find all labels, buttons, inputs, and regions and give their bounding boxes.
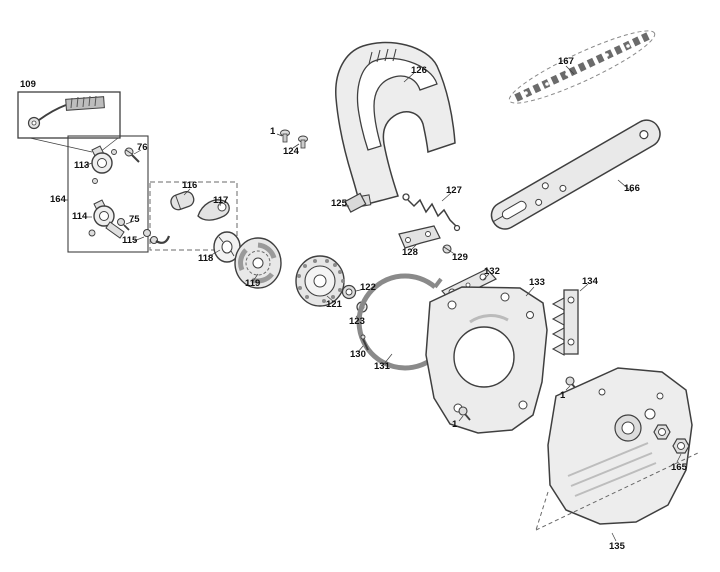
part-label-122-24: 122 (360, 282, 376, 293)
part-label-117-9: 117 (213, 195, 229, 206)
screw-129 (442, 244, 457, 256)
part-113-bracket (83, 145, 117, 184)
part-128-bracket (398, 225, 441, 251)
part-label-135-31: 135 (609, 541, 625, 552)
part-label-134-22: 134 (582, 276, 598, 287)
part-label-132-20: 132 (484, 266, 500, 277)
part-115-link (133, 229, 171, 244)
part-label-118-18: 118 (198, 253, 214, 264)
part-167-chain (508, 30, 656, 104)
screw-76 (124, 147, 142, 163)
part-119-clutch (234, 237, 282, 289)
part-117-lever (197, 199, 230, 221)
part-127-spring (402, 192, 461, 232)
part-label-126-1: 126 (411, 65, 427, 76)
part-label-109-0: 109 (20, 79, 36, 90)
bolt-124 (292, 135, 308, 149)
part-126-handle-housing (335, 41, 456, 208)
part-122-bushing (341, 284, 365, 300)
part-label-124-4: 124 (283, 146, 299, 157)
group-box-164 (62, 135, 149, 253)
group-dashed-box-117 (149, 181, 238, 251)
part-121-sprocket-drum (295, 255, 345, 307)
part-label-125-10: 125 (331, 198, 347, 209)
screw-75 (117, 218, 135, 231)
part-114-bracket (83, 199, 125, 239)
part-116-roller (170, 188, 195, 211)
part-label-1-3: 1 (270, 126, 276, 137)
part-label-164-7: 164 (50, 194, 66, 205)
part-label-119-19: 119 (245, 278, 261, 289)
part-label-75-14: 75 (129, 214, 140, 225)
part-label-113-6: 113 (74, 160, 90, 171)
bolt-1-top (276, 129, 290, 143)
part-label-127-11: 127 (446, 185, 462, 196)
part-166-guide-bar (490, 119, 661, 230)
nuts-165 (653, 424, 690, 463)
part-label-1-28: 1 (452, 419, 458, 430)
part-label-133-21: 133 (529, 277, 545, 288)
part-label-130-26: 130 (350, 349, 366, 360)
part-label-128-16: 128 (402, 247, 418, 258)
part-label-123-25: 123 (349, 316, 365, 327)
part-label-1-29: 1 (560, 390, 566, 401)
part-109-cable-assembly (17, 91, 121, 153)
part-label-131-27: 131 (374, 361, 390, 372)
part-130-pin (357, 334, 369, 353)
part-label-114-13: 114 (72, 211, 88, 222)
part-125-block (342, 192, 367, 213)
part-label-115-15: 115 (122, 235, 138, 246)
screw-1-mid (458, 406, 471, 422)
part-label-166-12: 166 (624, 183, 640, 194)
part-label-76-5: 76 (137, 142, 148, 153)
part-135-sprocket-cover (535, 367, 701, 542)
part-133-inner-plate (425, 286, 548, 434)
part-label-116-8: 116 (182, 180, 198, 191)
part-label-121-23: 121 (326, 299, 342, 310)
part-label-167-2: 167 (558, 56, 574, 67)
part-134-spike (551, 283, 589, 356)
part-label-165-30: 165 (671, 462, 687, 473)
part-label-129-17: 129 (452, 252, 468, 263)
